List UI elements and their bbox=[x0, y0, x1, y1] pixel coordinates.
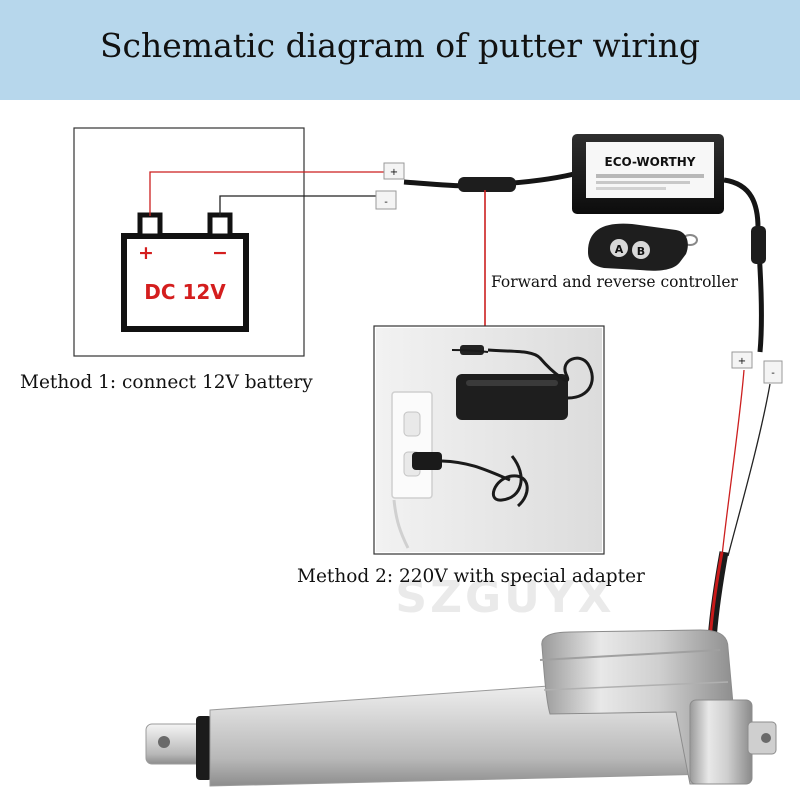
controller-box: ECO-WORTHY bbox=[572, 134, 724, 214]
method2-caption: Method 2: 220V with special adapter bbox=[297, 566, 645, 587]
actuator-gearbox bbox=[689, 699, 753, 785]
controller-caption: Forward and reverse controller bbox=[491, 273, 738, 291]
wall-plug bbox=[412, 452, 442, 470]
page-title: Schematic diagram of putter wiring bbox=[99, 26, 701, 65]
watermark: SZGUYX bbox=[395, 572, 614, 623]
adapter-panel bbox=[373, 325, 605, 555]
remote-button-b bbox=[632, 241, 650, 259]
actuator-cable bbox=[723, 177, 764, 353]
battery-icon: + − DC 12V bbox=[121, 212, 249, 332]
battery-positive-label: + bbox=[138, 242, 154, 264]
battery-black-lead bbox=[219, 195, 394, 216]
title-banner: Schematic diagram of putter wiring bbox=[0, 0, 800, 100]
actuator-black-lead bbox=[727, 383, 771, 557]
method1-caption: Method 1: connect 12V battery bbox=[20, 372, 313, 393]
actuator-minus-terminal-label: - bbox=[771, 368, 775, 379]
controller-brand-label: ECO-WORTHY bbox=[605, 155, 696, 169]
battery-minus-terminal-label: - bbox=[384, 197, 388, 208]
battery-plus-terminal-label: + bbox=[390, 167, 398, 178]
actuator-red-lead bbox=[721, 369, 745, 557]
battery-terminal-clips: + - bbox=[375, 162, 405, 210]
remote-control: A B bbox=[588, 223, 698, 271]
wall-outlet bbox=[391, 391, 433, 499]
actuator-cable-connector bbox=[751, 226, 766, 264]
battery-voltage-label: DC 12V bbox=[144, 280, 226, 304]
battery-red-lead bbox=[149, 171, 394, 216]
linear-actuator bbox=[145, 629, 777, 787]
remote-button-b-label: B bbox=[637, 245, 645, 258]
battery-panel: + − DC 12V bbox=[73, 127, 394, 357]
remote-button-a-label: A bbox=[615, 243, 624, 256]
remote-button-a bbox=[610, 239, 628, 257]
actuator-plus-terminal-label: + bbox=[738, 356, 746, 367]
actuator-black-band bbox=[196, 716, 212, 780]
battery-negative-label: − bbox=[212, 242, 228, 264]
cable-splitter bbox=[458, 177, 516, 192]
actuator-terminal-clips: + - bbox=[731, 351, 783, 384]
